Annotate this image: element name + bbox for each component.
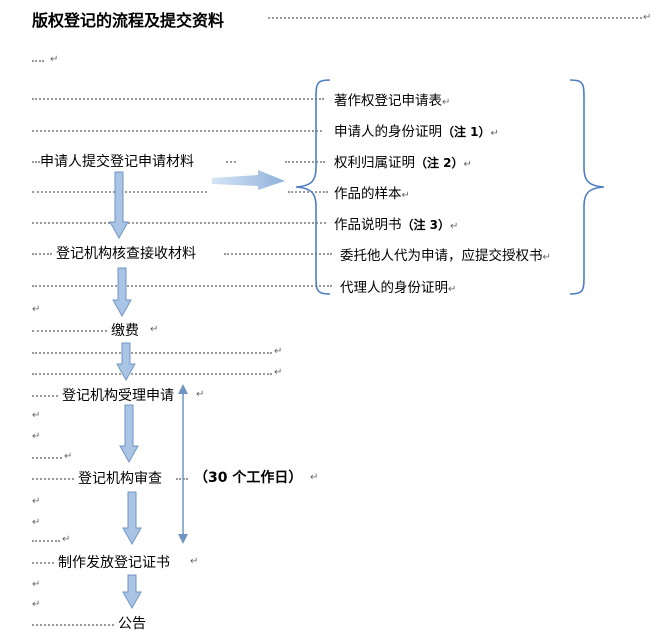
down-arrow-1 <box>109 171 129 240</box>
paragraph-mark: ↵ <box>32 599 41 610</box>
material-text: 著作权登记申请表 <box>334 93 442 109</box>
down-arrow-4 <box>119 404 139 464</box>
step-announce: 公告 <box>118 616 146 632</box>
down-arrow-5 <box>122 491 142 546</box>
step-pay: 缴费 <box>111 323 139 339</box>
material-item: 申请人的身份证明（注 1）↵ <box>334 124 499 140</box>
paragraph-mark: ↵ <box>274 367 283 378</box>
paragraph-mark: ↵ <box>32 496 41 507</box>
leader-dots <box>32 285 332 287</box>
leader-dots <box>32 395 58 397</box>
paragraph-mark: ↵ <box>32 579 41 590</box>
step-issue: 制作发放登记证书 <box>58 555 170 571</box>
leader-dots <box>32 457 62 459</box>
right-arrow <box>212 170 285 190</box>
material-text: 权利归属证明 <box>334 155 415 171</box>
right-brace <box>569 79 605 295</box>
paragraph-mark: ↵ <box>32 431 41 442</box>
material-item: 著作权登记申请表↵ <box>334 93 451 109</box>
material-item: 权利归属证明（注 2）↵ <box>334 155 472 171</box>
paragraph-mark: ↵ <box>150 324 159 335</box>
leader-dots <box>32 562 54 564</box>
material-text: 作品的样本 <box>334 186 402 202</box>
leader-dots <box>32 373 272 375</box>
down-arrow-6 <box>122 574 142 610</box>
material-text: 委托他人代为申请，应提交授权书 <box>340 248 543 264</box>
paragraph-mark: ↵ <box>643 12 652 23</box>
material-note: （注 3） <box>401 218 451 232</box>
leader-dots <box>32 222 326 224</box>
leader-dots <box>288 191 328 193</box>
material-item: 代理人的身份证明↵ <box>340 280 457 296</box>
paragraph-mark: ↵ <box>32 304 41 315</box>
down-arrow-3 <box>116 342 136 382</box>
paragraph-mark: ↵ <box>196 389 205 400</box>
leader-dots <box>224 253 332 255</box>
leader-dots <box>32 540 60 542</box>
paragraph-mark: ↵ <box>310 472 319 483</box>
material-item: 作品的样本↵ <box>334 186 410 202</box>
paragraph-mark: ↵ <box>32 410 41 421</box>
material-note: （注 2） <box>415 156 464 170</box>
left-brace <box>295 79 331 295</box>
leader-dots <box>32 130 322 132</box>
step-submit: 申请人提交登记申请材料 <box>40 154 194 170</box>
leader-dots <box>32 253 52 255</box>
paragraph-mark: ↵ <box>190 556 199 567</box>
leader-dots <box>176 478 188 480</box>
leader-dots <box>285 161 325 163</box>
paragraph-mark: ↵ <box>62 534 71 545</box>
material-item: 委托他人代为申请，应提交授权书↵ <box>340 248 551 264</box>
duration-note: （30 个工作日） <box>194 470 303 486</box>
leader-dots <box>32 478 74 480</box>
leader-dots <box>32 98 324 100</box>
leader-dots <box>32 352 272 354</box>
material-item: 作品说明书（注 3）↵ <box>334 217 459 233</box>
material-text: 代理人的身份证明 <box>340 280 448 296</box>
step-review: 登记机构核查接收材料 <box>56 246 196 262</box>
leader-dots <box>226 161 236 163</box>
down-arrow-2 <box>112 267 132 318</box>
material-text: 申请人的身份证明 <box>334 124 442 140</box>
paragraph-mark: ↵ <box>32 517 41 528</box>
paragraph-mark: ↵ <box>274 346 283 357</box>
leader-dots <box>32 60 44 62</box>
material-note: （注 1） <box>442 125 491 139</box>
step-accept: 登记机构受理申请 <box>62 388 174 404</box>
leader-dots <box>32 161 40 163</box>
page-title: 版权登记的流程及提交资料 <box>32 11 225 30</box>
step-examine: 登记机构审查 <box>78 471 162 487</box>
paragraph-mark: ↵ <box>50 54 59 65</box>
paragraph-mark: ↵ <box>64 451 73 462</box>
leader-dots <box>32 624 114 626</box>
leader-dots <box>32 330 107 332</box>
material-text: 作品说明书 <box>334 217 402 233</box>
title-leader-dots <box>268 17 642 19</box>
